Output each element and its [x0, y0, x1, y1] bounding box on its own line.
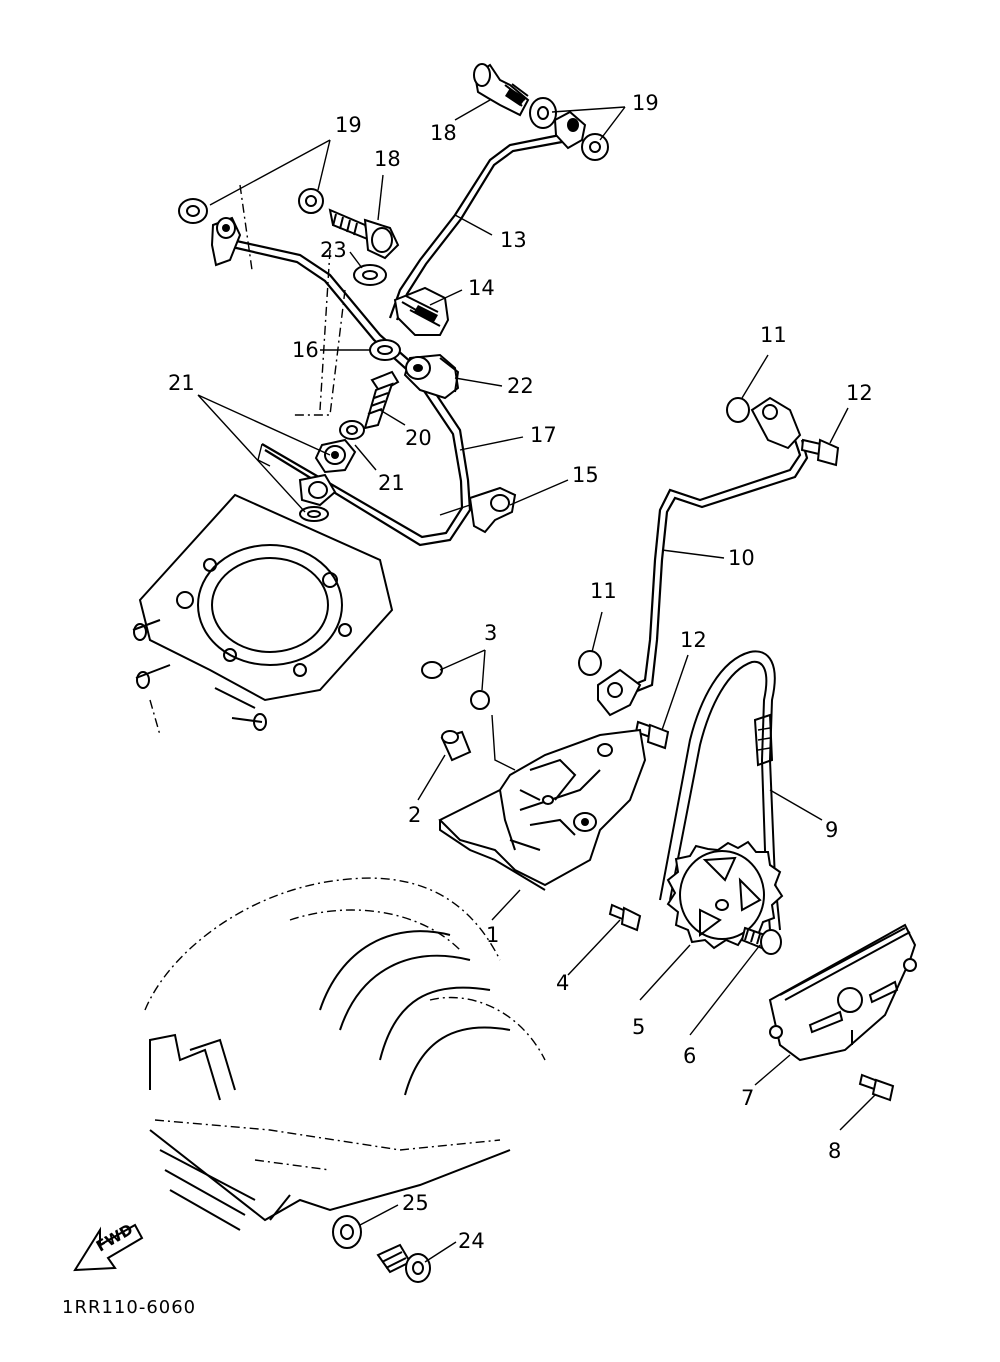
callout-3: 3	[484, 621, 497, 645]
bolt-6	[740, 926, 782, 955]
callout-20: 20	[405, 426, 432, 450]
callout-7: 7	[741, 1086, 754, 1110]
callout-11: 11	[760, 323, 787, 347]
callout-23: 23	[320, 238, 347, 262]
callout-8: 8	[828, 1139, 841, 1163]
washer-19-left-a	[178, 198, 208, 224]
washer-23	[353, 264, 387, 286]
alignment-lines	[239, 184, 346, 416]
callout-6: 6	[683, 1044, 696, 1068]
screw-4	[608, 903, 642, 932]
callout-9: 9	[825, 818, 838, 842]
washer-19-left-b	[298, 188, 324, 214]
washer-16	[369, 339, 401, 361]
callout-22: 22	[507, 374, 534, 398]
screw-8	[858, 1073, 895, 1102]
callout-12: 12	[846, 381, 873, 405]
callout-15: 15	[572, 463, 599, 487]
drawing-code: 1RR110-6060	[62, 1297, 196, 1318]
callout-16: 16	[292, 338, 319, 362]
pipe-flange-bottom	[597, 668, 642, 717]
fwd-label: FWD	[93, 1220, 136, 1255]
pipe-flange-top	[750, 396, 802, 450]
crankcase-outline	[144, 877, 546, 1231]
banjo-fitting-21	[314, 438, 357, 474]
callout-18: 18	[430, 121, 457, 145]
drive-chain-9	[659, 650, 781, 931]
oil-pump-1	[438, 728, 647, 891]
o-ring-3-b	[470, 690, 490, 710]
callout-1: 1	[486, 923, 499, 947]
washer-19-top-b	[581, 133, 609, 161]
callout-19: 19	[335, 113, 362, 137]
bolt-12-top	[800, 438, 840, 467]
banjo-bolt-18-middle	[328, 208, 400, 260]
leader-lines	[197, 99, 876, 1263]
drain-bolt-24	[376, 1243, 431, 1283]
callout-18: 18	[374, 147, 401, 171]
cylinder-head-outline	[132, 493, 394, 736]
o-ring-11-bottom	[578, 650, 602, 676]
union-bolt-19-top	[553, 110, 587, 150]
callout-14: 14	[468, 276, 495, 300]
callout-19: 19	[632, 91, 659, 115]
leader-3-down	[491, 714, 516, 771]
bolt-20	[363, 370, 400, 430]
banjo-bolt-18-top	[473, 63, 530, 117]
fitting-15	[439, 486, 517, 534]
callout-17: 17	[530, 423, 557, 447]
sprocket-5	[666, 840, 784, 950]
callout-4: 4	[556, 971, 569, 995]
callout-21: 21	[378, 471, 405, 495]
washer-21-upper	[339, 420, 365, 440]
washer-19-top-a	[529, 97, 557, 129]
clamp-14	[393, 286, 450, 336]
cover-7	[768, 923, 917, 1062]
o-ring-11-top	[726, 397, 750, 423]
callout-12: 12	[680, 628, 707, 652]
callout-24: 24	[458, 1229, 485, 1253]
callout-10: 10	[728, 546, 755, 570]
callout-2: 2	[408, 803, 421, 827]
callout-labels: 19 18 19 18 13 23 14 16 22 21 20 17 21 1…	[168, 91, 873, 1253]
callout-5: 5	[632, 1015, 645, 1039]
callout-21: 21	[168, 371, 195, 395]
callout-25: 25	[402, 1191, 429, 1215]
washer-25	[332, 1215, 362, 1249]
fwd-arrow-icon: FWD	[73, 1220, 144, 1272]
callout-11: 11	[590, 579, 617, 603]
callout-13: 13	[500, 228, 527, 252]
oil-pipe-10	[619, 439, 809, 699]
dowel-pin-2	[440, 730, 472, 762]
washer-21-lower	[298, 473, 337, 522]
banjo-fitting-left	[210, 216, 242, 267]
o-ring-3-a	[421, 661, 443, 679]
fitting-22	[403, 353, 460, 400]
